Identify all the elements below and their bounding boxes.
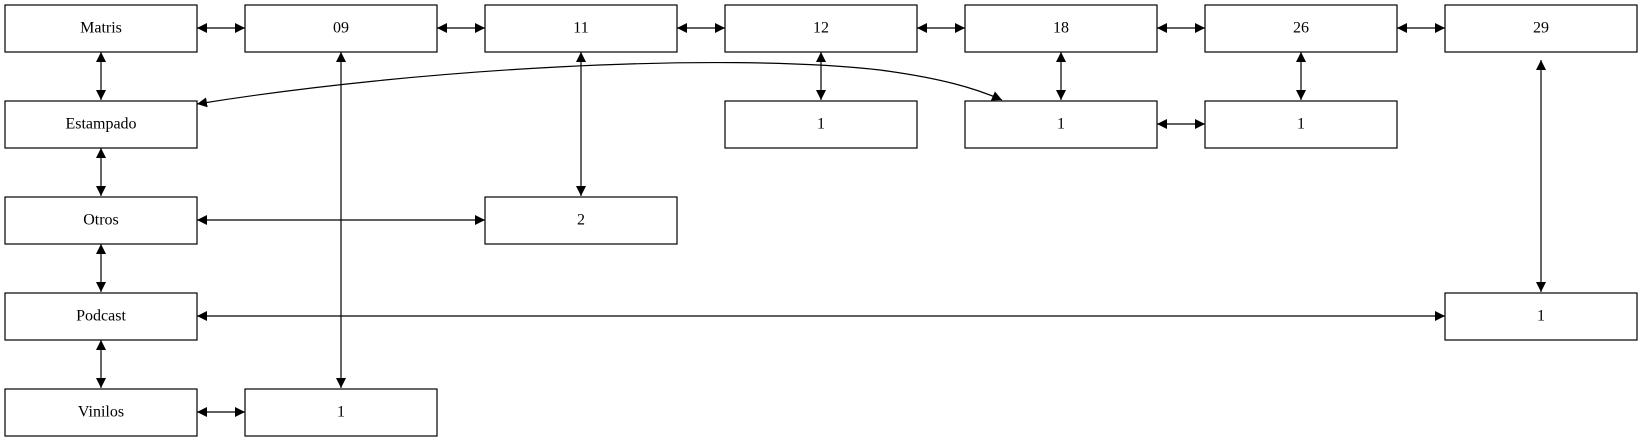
node-col-11-label: 11	[573, 20, 588, 37]
node-col-11: 11	[484, 4, 678, 53]
node-col-12-label: 12	[813, 20, 829, 37]
node-cell-otros-11-label: 2	[577, 212, 585, 229]
node-col-26-label: 26	[1293, 20, 1309, 37]
node-cell-otros-11: 2	[484, 196, 678, 245]
node-podcast: Podcast	[4, 292, 198, 341]
node-podcast-label: Podcast	[76, 308, 126, 325]
edge-estampado-cell18	[196, 61, 1003, 108]
node-cell-podcast-29-label: 1	[1537, 308, 1545, 325]
node-cell-estampado-18: 1	[964, 100, 1158, 149]
node-vinilos: Vinilos	[4, 388, 198, 437]
node-cell-estampado-18-label: 1	[1057, 116, 1065, 133]
node-col-29-label: 29	[1533, 20, 1549, 37]
node-otros-label: Otros	[83, 212, 119, 229]
node-vinilos-label: Vinilos	[78, 404, 124, 421]
node-estampado-label: Estampado	[65, 116, 136, 133]
node-col-09: 09	[244, 4, 438, 53]
node-cell-estampado-26-label: 1	[1297, 116, 1305, 133]
node-cell-vinilos-09: 1	[244, 388, 438, 437]
node-col-29: 29	[1444, 4, 1638, 53]
node-cell-vinilos-09-label: 1	[337, 404, 345, 421]
node-cell-podcast-29: 1	[1444, 292, 1638, 341]
node-matris-label: Matris	[80, 20, 122, 37]
node-cell-estampado-12: 1	[724, 100, 918, 149]
node-matris: Matris	[4, 4, 198, 53]
node-col-12: 12	[724, 4, 918, 53]
node-col-18: 18	[964, 4, 1158, 53]
node-col-09-label: 09	[333, 20, 349, 37]
node-col-26: 26	[1204, 4, 1398, 53]
node-estampado: Estampado	[4, 100, 198, 149]
node-cell-estampado-26: 1	[1204, 100, 1398, 149]
node-col-18-label: 18	[1053, 20, 1069, 37]
node-otros: Otros	[4, 196, 198, 245]
edges	[96, 23, 1546, 417]
node-cell-estampado-12-label: 1	[817, 116, 825, 133]
